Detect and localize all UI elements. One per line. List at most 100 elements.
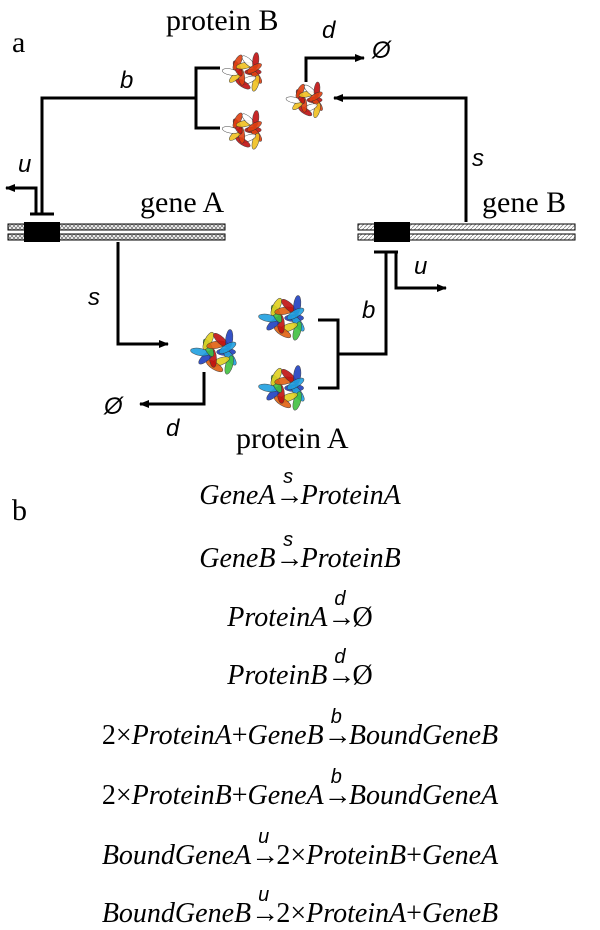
gene-a-synthesis-arrow [116,242,169,348]
eq1-rate: s [283,465,294,488]
rate-b-bottom: b [362,297,375,324]
eq3-rhs: Ø [352,602,373,633]
eq5-lhs: ProteinA [131,720,232,751]
panel-a-label: a [12,26,25,59]
gene-b-promoter [374,222,410,242]
eq1-rhs: ProteinA [300,480,401,511]
eq8-rhs: ProteinA [306,898,407,929]
arrow-symbol: → [323,720,352,751]
protein-a-label: protein A [236,422,349,455]
eq3-lhs: ProteinA [227,602,328,633]
eq8-rate: u [258,883,270,906]
eq6-arrow: b→ [323,766,352,812]
plus-symbol: + [231,720,248,751]
eq7-arrow: u→ [251,826,280,872]
rate-d-bottom: d [166,415,180,442]
protein-a-molecule-free [190,329,237,375]
eq7-rate: u [258,825,270,848]
arrow-symbol: → [275,480,304,511]
arrow-symbol: → [327,602,356,633]
eq7-lhs: BoundGeneA [101,840,252,871]
eq2-lhs: GeneB [199,543,276,574]
eq5-rate: b [330,705,342,728]
gene-b-unbinding-arrow [394,252,447,292]
eq4-arrow: d→ [327,646,356,692]
eq1-lhs: GeneA [199,480,276,511]
protein-a-molecules [190,295,305,411]
eq2-rate: s [283,528,294,551]
protein-b-degradation-arrow [304,54,365,82]
plus-symbol: + [406,840,422,871]
rate-s-left: s [88,284,100,311]
arrow-symbol: → [251,898,280,929]
gene-b-synthesis-arrow [333,94,468,222]
plus-symbol: + [406,898,422,929]
arrow-symbol: → [323,780,352,811]
eq7-rhs2: GeneA [421,840,499,871]
eq3-rate: d [334,587,346,610]
eq8-coef: 2 [276,898,291,929]
arrow-symbol: → [275,543,304,574]
eq5-coef: 2 [101,720,116,751]
eq6-rate: b [330,765,342,788]
rate-u-right: u [414,253,427,280]
protein-b-molecules [221,52,323,150]
eq6-rhs: BoundGeneA [348,780,499,811]
rate-b-top: b [120,67,133,94]
rate-u-left: u [18,151,31,178]
eq6-lhs: ProteinB [131,780,232,811]
protein-a-degradation-arrow [139,372,206,408]
eq4-lhs: ProteinB [227,660,328,691]
plus-symbol: + [231,780,248,811]
eq8-lhs: BoundGeneB [101,898,252,929]
times-symbol: × [115,780,132,811]
eq8-arrow: u→ [251,884,280,930]
eq6-lhs2: GeneA [247,780,324,811]
eq7-rhs: ProteinB [306,840,407,871]
protein-b-molecule-free [285,81,323,118]
gene-a-label: gene A [140,186,224,219]
eq7-coef: 2 [276,840,291,871]
eq5-lhs2: GeneB [247,720,324,751]
gene-b-label: gene B [482,186,566,219]
eq4-rate: d [334,645,346,668]
gene-a-promoter [24,222,60,242]
gene-a-unbinding-arrow [5,184,38,214]
protein-b-binding-path [30,66,220,216]
eq5-arrow: b→ [323,706,352,752]
protein-b-molecule-1 [221,52,263,92]
eq3-arrow: d→ [327,588,356,634]
eq8-rhs2: GeneB [421,898,499,929]
eq6-coef: 2 [101,780,116,811]
protein-a-molecule-2 [258,365,305,411]
protein-b-label: protein B [166,4,279,37]
gene-network-diagram: a gene A gene B b u s Ø d b [5,4,576,455]
null-symbol-top: Ø [371,37,392,64]
eq2-arrow: s→ [275,529,304,575]
times-symbol: × [115,720,132,751]
eq5-rhs: BoundGeneB [348,720,499,751]
eq4-rhs: Ø [352,660,373,691]
protein-a-binding-path [318,250,398,390]
gene-a-strand [7,222,226,242]
rate-d-top: d [322,17,336,44]
arrow-symbol: → [327,660,356,691]
rate-s-right: s [472,145,484,172]
times-symbol: × [290,898,307,929]
times-symbol: × [290,840,307,871]
gene-b-strand [357,222,576,242]
arrow-symbol: → [251,840,280,871]
eq1-arrow: s→ [275,466,304,512]
panel-b-label: b [12,494,27,527]
protein-b-molecule-2 [221,110,263,150]
eq2-rhs: ProteinB [300,543,401,574]
protein-a-molecule-1 [258,295,305,341]
